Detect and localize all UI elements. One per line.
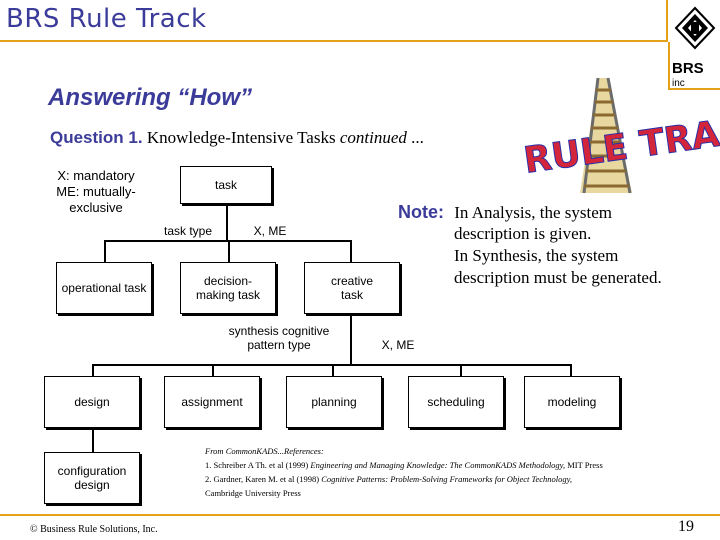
header-title: BRS Rule Track bbox=[6, 4, 207, 34]
node-creative-task: creative task bbox=[304, 262, 400, 314]
question-ellipsis: ... bbox=[411, 128, 424, 147]
legend-line-1: X: mandatory bbox=[57, 168, 135, 183]
label-task-type-constraint: X, ME bbox=[253, 224, 287, 238]
node-scheduling-label: scheduling bbox=[427, 395, 485, 409]
connector-assignment bbox=[212, 364, 214, 376]
question-continued: continued bbox=[339, 128, 407, 147]
connector-planning bbox=[332, 364, 334, 376]
reference-2-publisher: Cambridge University Press bbox=[205, 488, 301, 498]
node-operational-label: operational task bbox=[61, 281, 147, 295]
rule-track-artwork: RULE TRACK bbox=[521, 77, 720, 194]
note-line-4: description must be generated. bbox=[454, 268, 662, 287]
label-synthesis-constraint: X, ME bbox=[381, 338, 415, 352]
header-rule-horizontal bbox=[670, 88, 720, 90]
node-scheduling: scheduling bbox=[408, 376, 504, 428]
brs-logo-suffix: inc bbox=[672, 78, 685, 89]
label-task-type: task type bbox=[163, 224, 213, 238]
node-creative-label: creative task bbox=[330, 274, 374, 302]
node-task-label: task bbox=[214, 178, 237, 192]
brs-logo-text: BRS bbox=[672, 60, 704, 77]
note-line-3: In Synthesis, the system bbox=[454, 246, 619, 265]
reference-1: 1. Schreiber A Th. et al (1999) Engineer… bbox=[205, 460, 603, 470]
connector-operational bbox=[104, 240, 106, 262]
label-synthesis-pattern: synthesis cognitive pattern type bbox=[228, 324, 330, 352]
connector-creative-down bbox=[350, 316, 352, 366]
node-modeling: modeling bbox=[524, 376, 620, 428]
node-task: task bbox=[180, 166, 272, 204]
connector-modeling-bar bbox=[462, 364, 572, 366]
node-assignment-label: assignment bbox=[181, 395, 243, 409]
node-decision-label: decision-making task bbox=[195, 274, 261, 302]
connector-modeling bbox=[570, 364, 572, 376]
node-design-label: design bbox=[74, 395, 110, 409]
reference-2: 2. Gardner, Karen M. et al (1998) Cognit… bbox=[205, 474, 573, 484]
node-planning-label: planning bbox=[311, 395, 357, 409]
connector-design bbox=[92, 364, 94, 376]
node-configuration-label: configuration design bbox=[57, 464, 127, 492]
slide-subtitle: Answering “How” bbox=[48, 84, 253, 111]
node-decision-making-task: decision-making task bbox=[180, 262, 276, 314]
connector-scheduling bbox=[460, 364, 462, 376]
legend-line-3: exclusive bbox=[69, 200, 123, 215]
question-text: Knowledge-Intensive Tasks bbox=[146, 128, 336, 147]
brs-diamond-logo bbox=[674, 6, 716, 50]
note-line-1: In Analysis, the system bbox=[454, 203, 612, 222]
note-line-2: description is given. bbox=[454, 224, 592, 243]
footer-rule bbox=[0, 514, 720, 516]
page-number: 19 bbox=[678, 518, 694, 535]
header-frame bbox=[0, 0, 668, 42]
node-configuration-design: configuration design bbox=[44, 452, 140, 504]
legend: X: mandatory ME: mutually- exclusive bbox=[34, 168, 158, 216]
connector-level2-bar bbox=[92, 364, 464, 366]
connector-configuration bbox=[92, 428, 94, 452]
node-assignment: assignment bbox=[164, 376, 260, 428]
question-number: Question 1. bbox=[50, 128, 143, 147]
node-design: design bbox=[44, 376, 140, 428]
references-intro: From CommonKADS...References: bbox=[205, 446, 324, 456]
connector-root-down bbox=[226, 202, 228, 242]
note-label: Note: bbox=[398, 202, 444, 222]
header-rule-vertical bbox=[668, 42, 670, 90]
node-operational-task: operational task bbox=[56, 262, 152, 314]
legend-line-2: ME: mutually- bbox=[56, 184, 136, 199]
connector-creative bbox=[350, 240, 352, 262]
connector-decision bbox=[228, 240, 230, 262]
footer-copyright: © Business Rule Solutions, Inc. bbox=[30, 524, 158, 535]
question-line: Question 1. Knowledge-Intensive Tasks co… bbox=[50, 128, 424, 148]
references: From CommonKADS...References: 1. Schreib… bbox=[205, 444, 705, 500]
node-planning: planning bbox=[286, 376, 382, 428]
node-modeling-label: modeling bbox=[547, 395, 597, 409]
